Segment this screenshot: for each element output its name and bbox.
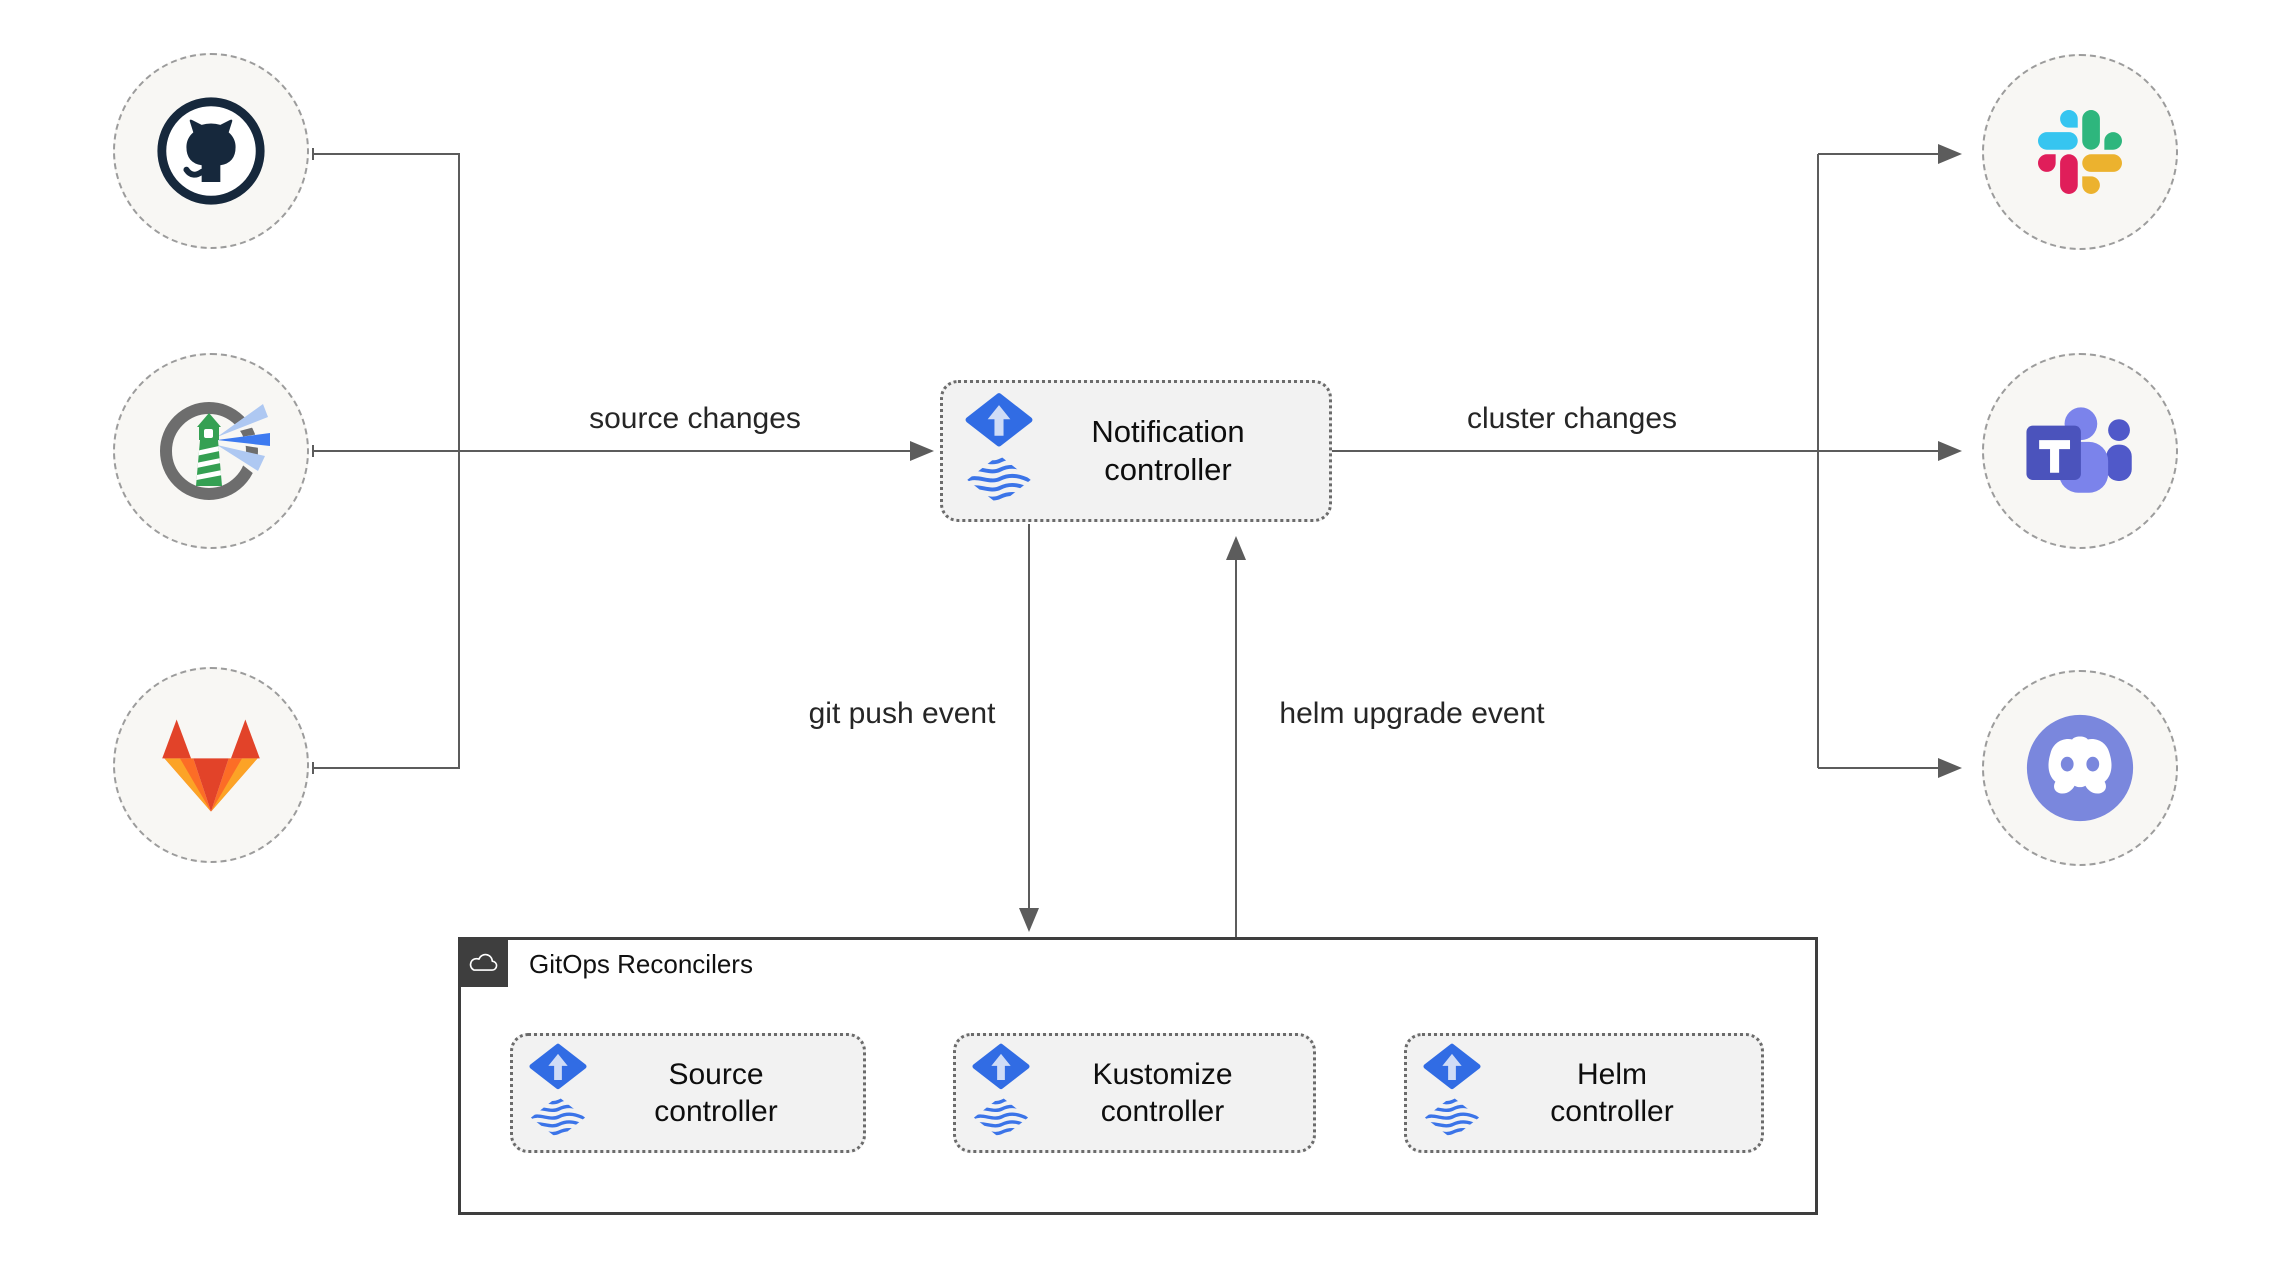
notification-controller-box: Notification controller: [940, 380, 1332, 522]
notification-controller-label: Notification controller: [1091, 413, 1245, 487]
edge-label-cluster-changes: cluster changes: [1466, 402, 1678, 435]
discord-icon: [2026, 714, 2134, 822]
source-node-github: [113, 53, 309, 249]
teams-icon: [2026, 407, 2132, 493]
flux-icon-wrap: [529, 1042, 587, 1144]
cloud-icon: [469, 953, 498, 971]
notifier-node-slack: [1982, 54, 2178, 250]
flux-icon: [1423, 1043, 1481, 1137]
source-controller-label: Source controller: [654, 1057, 778, 1128]
helm-controller-box: Helm controller: [1404, 1033, 1764, 1153]
source-controller-box: Source controller: [510, 1033, 866, 1153]
edge-label-git-push-event: git push event: [808, 697, 996, 730]
kustomize-controller-box: Kustomize controller: [953, 1033, 1316, 1153]
flux-icon: [529, 1043, 587, 1137]
source-node-gitlab: [113, 667, 309, 863]
flux-icon: [972, 1043, 1030, 1137]
flux-icon: [965, 393, 1033, 503]
group-title: GitOps Reconcilers: [529, 949, 753, 979]
slack-icon: [2038, 110, 2122, 194]
notifier-node-discord: [1982, 670, 2178, 866]
source-node-harbor: [113, 353, 309, 549]
flux-icon-wrap: [965, 392, 1033, 510]
flux-icon-wrap: [1423, 1042, 1481, 1144]
right-bus-line: [1332, 154, 1819, 768]
edge-label-source-changes: source changes: [589, 402, 801, 435]
edge-label-helm-upgrade-event: helm upgrade event: [1279, 697, 1545, 730]
gitlab-icon: [162, 719, 260, 812]
helm-controller-label: Helm controller: [1550, 1057, 1674, 1128]
flux-icon-wrap: [972, 1042, 1030, 1144]
group-badge: [458, 937, 508, 987]
left-bus-line: [313, 153, 460, 769]
github-icon: [157, 97, 265, 205]
kustomize-controller-label: Kustomize controller: [1092, 1057, 1233, 1128]
notifier-node-teams: [1982, 353, 2178, 549]
harbor-icon: [160, 398, 271, 500]
